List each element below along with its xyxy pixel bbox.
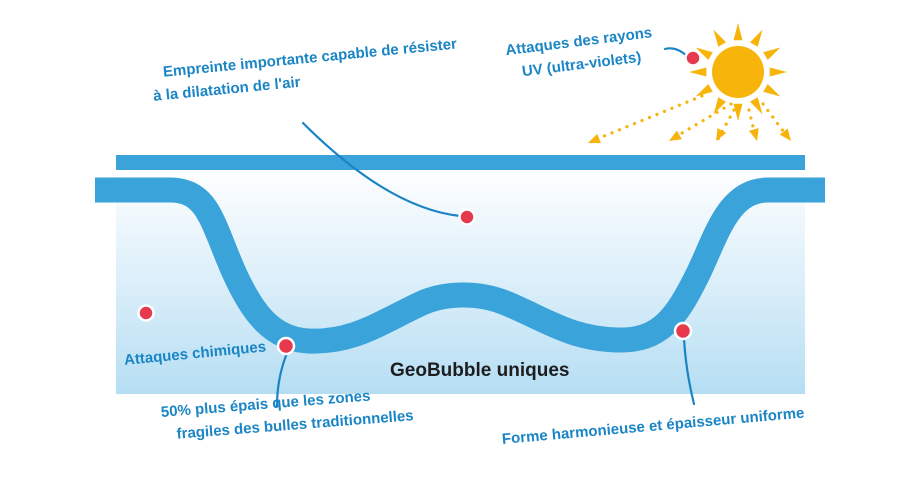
marker-dot-dilatation [458,208,476,226]
marker-dot-uv [684,49,702,67]
geobubble-profile [95,177,825,354]
sun-icon [689,23,787,121]
marker-dot-chimiques [137,304,155,322]
leader-line-uv [663,47,689,58]
leader-line-epais [275,351,289,408]
leader-line-forme [682,337,696,406]
top-film-bar [116,155,805,170]
diagram-title: GeoBubble uniques [390,360,570,381]
marker-dots [137,49,702,356]
marker-dot-epais [276,336,296,356]
leader-lines [275,47,696,408]
leader-line-dilatation [301,121,462,218]
marker-dot-forme [673,321,693,341]
uv-dotted-arrows [588,94,791,144]
